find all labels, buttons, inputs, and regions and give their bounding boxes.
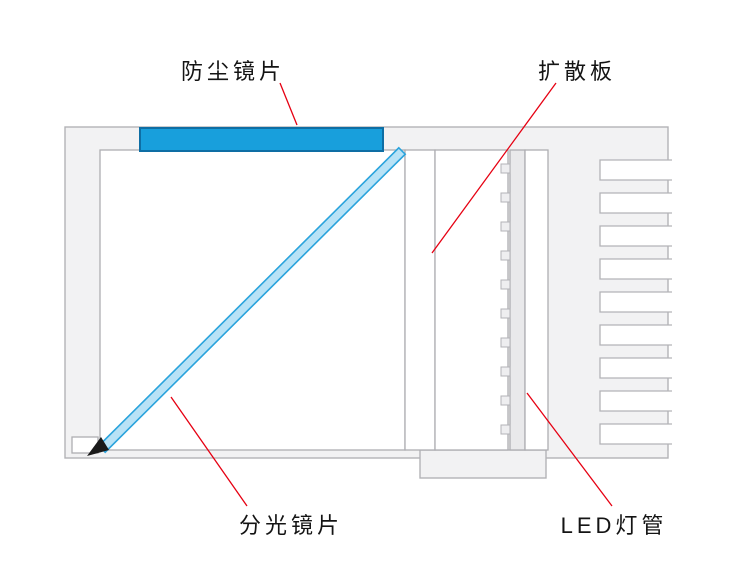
diffusion-air-gap	[434, 149, 509, 451]
led-chip	[500, 221, 511, 232]
label-led-tube: LED灯管	[560, 513, 668, 538]
led-chip	[500, 163, 511, 174]
label-beam-splitter: 分光镜片	[238, 513, 344, 538]
heatsink-gap	[599, 324, 672, 346]
led-chip	[500, 279, 511, 290]
led-board	[509, 149, 526, 451]
heatsink-gap	[599, 291, 672, 313]
diffusion-plate	[404, 149, 436, 451]
heatsink-fins	[599, 159, 672, 445]
heatsink-gap	[599, 258, 672, 280]
led-chip	[500, 424, 511, 435]
led-chip	[500, 395, 511, 406]
led-chip	[500, 308, 511, 319]
led-chip	[500, 337, 511, 348]
heatsink-gap	[599, 225, 672, 247]
heatsink-gap	[599, 423, 672, 445]
light-exit-arrow	[87, 437, 109, 456]
bottom-mount-block	[419, 449, 547, 479]
leader-led-tube	[526, 392, 613, 507]
leader-beam-splitter	[170, 396, 248, 507]
led-rear-gap	[524, 149, 549, 451]
dust-lens	[139, 127, 384, 152]
heatsink-gap	[599, 390, 672, 412]
led-chip	[500, 250, 511, 261]
leader-lines	[170, 82, 613, 507]
heatsink-gap	[599, 192, 672, 214]
heatsink-gap	[599, 357, 672, 379]
label-diffusion-plate: 扩散板	[537, 59, 617, 84]
led-chip	[500, 366, 511, 377]
beam-splitter	[97, 146, 407, 454]
led-chips	[500, 163, 511, 435]
leader-diffusion-plate	[431, 82, 557, 254]
heatsink-gap	[599, 159, 672, 181]
led-chip	[500, 192, 511, 203]
leader-dust-lens	[279, 82, 298, 126]
label-dust-lens: 防尘镜片	[180, 59, 286, 84]
